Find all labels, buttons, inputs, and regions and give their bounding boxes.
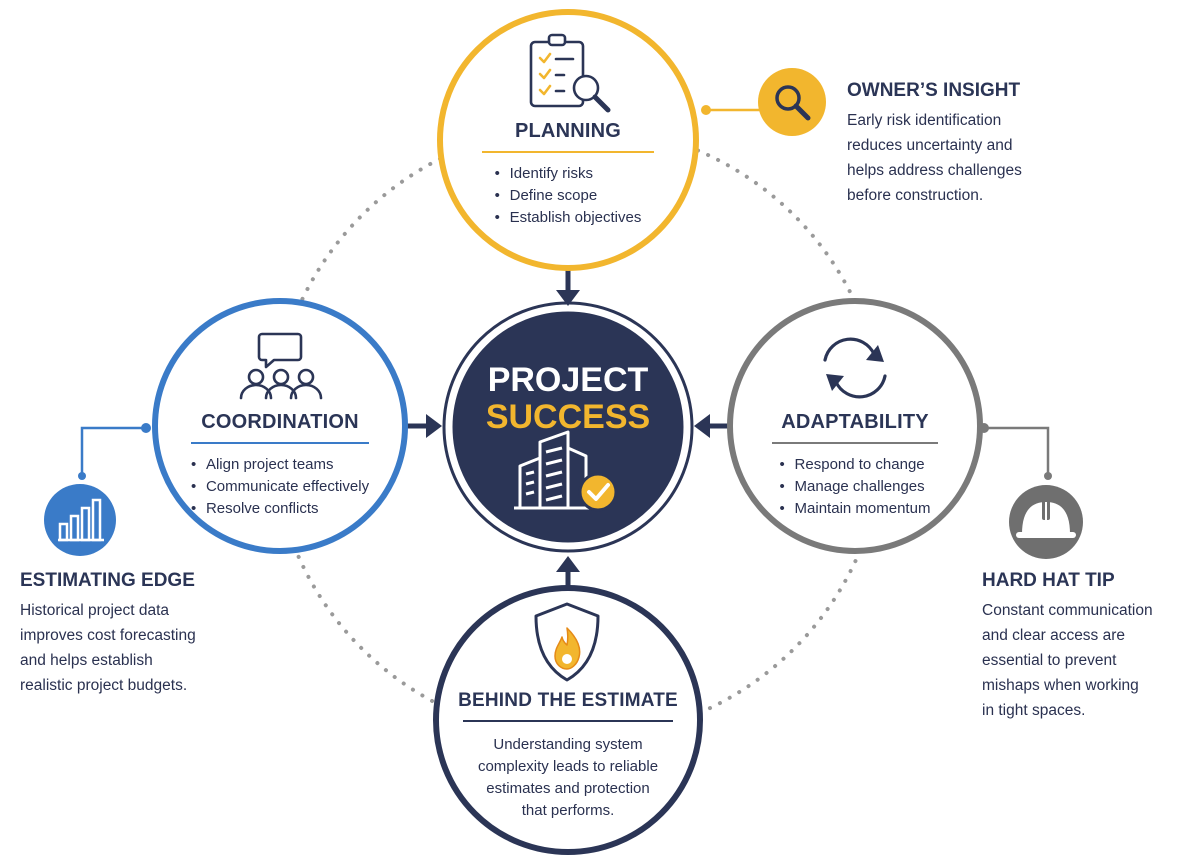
team-chat-icon (239, 332, 323, 400)
list-item: Maintain momentum (780, 498, 931, 520)
hard-hat-icon (1009, 485, 1083, 559)
clipboard-magnifier-icon (529, 33, 611, 113)
list-item: Respond to change (780, 454, 931, 476)
center-title-line2: SUCCESS (485, 398, 651, 436)
planning-list: Identify risks Define scope Establish ob… (495, 163, 642, 229)
estimating-edge-line: improves cost forecasting (20, 627, 196, 644)
behind-divider (463, 720, 673, 722)
list-item: Establish objectives (495, 207, 642, 229)
behind-line: complexity leads to reliable (477, 758, 659, 775)
behind-node: BEHIND THE ESTIMATE Understanding system… (452, 690, 684, 822)
hard-hat-tip-line: essential to prevent (982, 652, 1117, 669)
owners-insight-line: reduces uncertainty and (847, 137, 1013, 154)
owners-insight-line: Early risk identification (847, 112, 1002, 129)
list-item: Align project teams (191, 454, 369, 476)
owners-insight-connector (701, 105, 760, 115)
estimating-edge-body: Historical project data improves cost fo… (20, 598, 196, 698)
hard-hat-tip-line: Constant communication (982, 602, 1153, 619)
estimating-edge-line: and helps establish (20, 652, 153, 669)
adaptability-node: ADAPTABILITY Respond to change Manage ch… (753, 411, 957, 520)
arrow-from-planning (556, 268, 580, 306)
center-title: PROJECT SUCCESS (470, 362, 666, 436)
behind-line: Understanding system (493, 736, 643, 753)
arrow-from-behind (556, 556, 580, 590)
shield-flame-icon (534, 602, 600, 682)
arrow-from-coordination (404, 414, 442, 438)
list-item: Manage challenges (780, 476, 931, 498)
bar-chart-icon (44, 484, 116, 556)
search-icon (758, 68, 826, 136)
list-item: Resolve conflicts (191, 498, 369, 520)
hard-hat-tip-line: mishaps when working (982, 677, 1139, 694)
hard-hat-tip-line: and clear access are (982, 627, 1126, 644)
hard-hat-tip-body: Constant communication and clear access … (982, 598, 1153, 723)
estimating-edge-connector (78, 423, 151, 480)
coordination-title: COORDINATION (201, 411, 359, 433)
arrow-from-adaptability (694, 414, 732, 438)
planning-node: PLANNING Identify risks Define scope Est… (468, 120, 668, 229)
hard-hat-tip-line: in tight spaces. (982, 702, 1086, 719)
list-item: Define scope (495, 185, 642, 207)
adaptability-list: Respond to change Manage challenges Main… (780, 454, 931, 520)
center-circle (447, 306, 689, 548)
behind-title: BEHIND THE ESTIMATE (458, 690, 678, 711)
hard-hat-tip-title: HARD HAT TIP (982, 570, 1115, 591)
behind-description: Understanding system complexity leads to… (452, 734, 684, 822)
hard-hat-connector (979, 423, 1052, 480)
coordination-list: Align project teams Communicate effectiv… (191, 454, 369, 520)
coordination-divider (191, 442, 369, 444)
owners-insight-body: Early risk identification reduces uncert… (847, 108, 1022, 208)
owners-insight-line: before construction. (847, 187, 984, 204)
center-title-line1: PROJECT (487, 361, 649, 399)
owners-insight-line: helps address challenges (847, 162, 1022, 179)
estimating-edge-line: realistic project budgets. (20, 677, 188, 694)
behind-line: estimates and protection (486, 780, 650, 797)
list-item: Identify risks (495, 163, 642, 185)
estimating-edge-title: ESTIMATING EDGE (20, 570, 195, 591)
adaptability-title: ADAPTABILITY (781, 411, 929, 433)
behind-line: that performs. (521, 802, 615, 819)
refresh-cycle-icon (823, 337, 887, 399)
planning-title: PLANNING (514, 120, 622, 142)
planning-divider (482, 151, 654, 153)
building-check-icon (514, 430, 618, 512)
estimating-edge-line: Historical project data (20, 602, 170, 619)
adaptability-divider (772, 442, 938, 444)
list-item: Communicate effectively (191, 476, 369, 498)
owners-insight-title: OWNER’S INSIGHT (847, 80, 1021, 101)
coordination-node: COORDINATION Align project teams Communi… (176, 411, 384, 520)
